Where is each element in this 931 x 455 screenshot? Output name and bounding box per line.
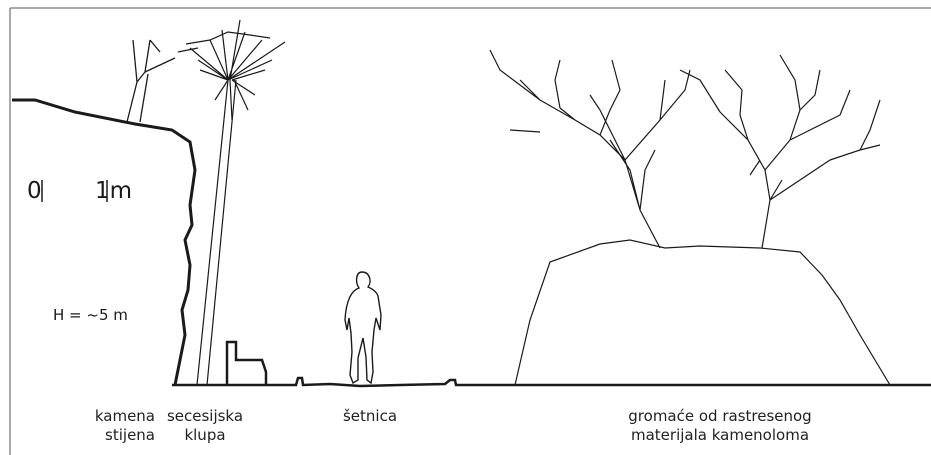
height-label: H = ~5 m <box>53 306 128 324</box>
label-path: šetnica <box>342 407 398 425</box>
scale-label-zero: 0 <box>27 178 42 204</box>
label-bench: secesijska klupa <box>166 407 244 444</box>
cliff-tree <box>126 39 176 123</box>
bench <box>225 340 268 385</box>
person-silhouette <box>344 271 382 385</box>
ground-line <box>172 376 931 388</box>
scale-label-one: 1m <box>95 178 133 204</box>
rock-cliff <box>12 98 197 386</box>
palm-tree <box>177 19 286 386</box>
label-rock: kamena stijena <box>94 407 155 444</box>
stone-mound <box>514 239 891 386</box>
mound-trees <box>489 49 881 249</box>
label-mound: gromaće od rastresenog materijala kameno… <box>628 407 812 444</box>
